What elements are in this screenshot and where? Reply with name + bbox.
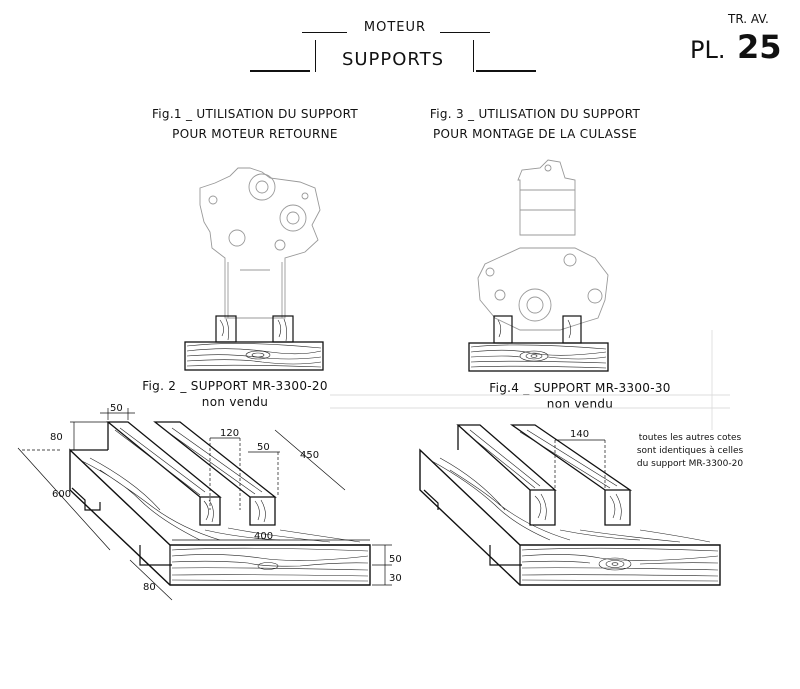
header-top-line-right [440, 32, 490, 33]
fig4-note: toutes les autres cotes sont identiques … [615, 432, 765, 471]
fig1-caption-line1: Fig.1 _ UTILISATION DU SUPPORT [151, 107, 359, 121]
fig3-support [468, 315, 609, 372]
fig2-caption-line1: Fig. 2 _ SUPPORT MR-3300-20 [142, 379, 328, 393]
dim-80-left: 80 [50, 432, 63, 443]
fig2-support-drawing: 50 80 120 50 450 600 400 50 30 80 [17, 403, 402, 601]
plate-number: 25 [737, 28, 782, 66]
header-top-line-left [302, 32, 347, 33]
plate-ref: TR. AV. [728, 12, 769, 26]
fig1-caption-line2: POUR MOTEUR RETOURNE [172, 127, 338, 141]
fig3-caption: Fig. 3 _ UTILISATION DU SUPPORT POUR MON… [395, 104, 675, 144]
dim-30-right: 30 [389, 573, 402, 584]
fig1-engine-sketch [199, 167, 321, 319]
fig1-support [184, 315, 324, 371]
fig4-dimension-lines [554, 439, 606, 488]
fig3-caption-line2: POUR MONTAGE DE LA CULASSE [432, 127, 638, 141]
fig2-dimension-lines [17, 408, 392, 601]
dim-140: 140 [570, 429, 589, 440]
dim-80-bottom: 80 [143, 582, 156, 593]
fig2-caption-line2: non vendu [201, 395, 269, 409]
header-main-line-left [250, 70, 310, 72]
dim-400: 400 [254, 531, 273, 542]
fig4-caption-line2: non vendu [546, 397, 614, 411]
fig4-note-line2: sont identiques à celles [636, 446, 744, 456]
page-title: SUPPORTS [341, 49, 445, 70]
title-frame-left [315, 40, 316, 72]
fig3-engine-sketch [477, 159, 609, 331]
header-main-line-right [476, 70, 536, 72]
title-frame-right [473, 40, 474, 72]
dim-50-top: 50 [110, 403, 123, 414]
dim-50-mid: 50 [257, 442, 270, 453]
fig4-support-drawing: 140 [419, 424, 721, 586]
fig4-note-line3: du support MR-3300-20 [636, 459, 744, 469]
dim-450: 450 [300, 450, 319, 461]
background-ghost-lines [330, 330, 730, 430]
fig3-caption-line1: Fig. 3 _ UTILISATION DU SUPPORT [429, 107, 641, 121]
fig1-caption: Fig.1 _ UTILISATION DU SUPPORT POUR MOTE… [120, 104, 390, 144]
section-title: MOTEUR [363, 20, 427, 35]
fig2-caption: Fig. 2 _ SUPPORT MR-3300-20 non vendu [105, 378, 365, 410]
dim-50-right: 50 [389, 554, 402, 565]
fig4-caption-line1: Fig.4 _ SUPPORT MR-3300-30 [489, 381, 671, 395]
fig4-note-line1: toutes les autres cotes [638, 433, 742, 443]
fig4-caption: Fig.4 _ SUPPORT MR-3300-30 non vendu [450, 380, 710, 412]
plate-prefix: PL. [690, 36, 726, 64]
dim-600: 600 [52, 489, 71, 500]
dim-120: 120 [220, 428, 239, 439]
